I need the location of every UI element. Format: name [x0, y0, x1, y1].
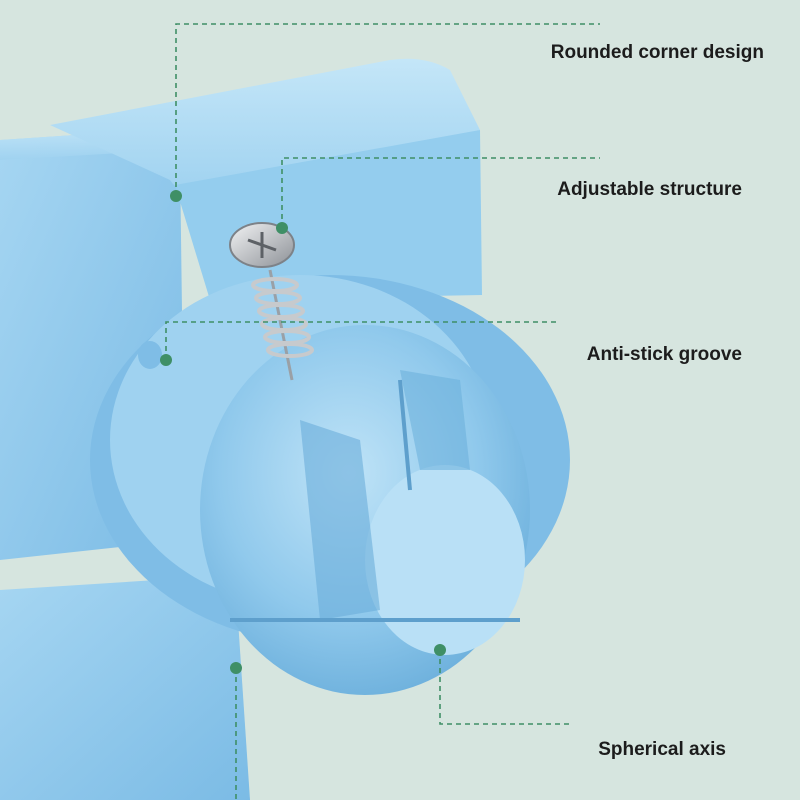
callout-dot-groove	[160, 354, 172, 366]
callout-line-corner	[175, 23, 600, 196]
label-adjustable-structure: Adjustable structure	[557, 179, 742, 200]
spherical-axis	[200, 325, 530, 695]
callout-dot-adjust	[276, 222, 288, 234]
callout-dot-bottom	[230, 662, 242, 674]
callout-line-axis	[439, 650, 570, 725]
callout-lines	[165, 23, 600, 800]
callout-line-adjust	[281, 157, 600, 228]
callout-line-groove	[165, 321, 560, 360]
label-spherical-axis: Spherical axis	[598, 739, 726, 760]
cubie-bottom-left	[0, 575, 250, 800]
callout-dot-corner	[170, 190, 182, 202]
screw-spring	[229, 222, 314, 381]
callout-dots	[160, 190, 446, 674]
label-rounded-corner: Rounded corner design	[550, 42, 764, 63]
label-anti-stick-groove: Anti-stick groove	[586, 344, 742, 365]
callout-dot-axis	[434, 644, 446, 656]
